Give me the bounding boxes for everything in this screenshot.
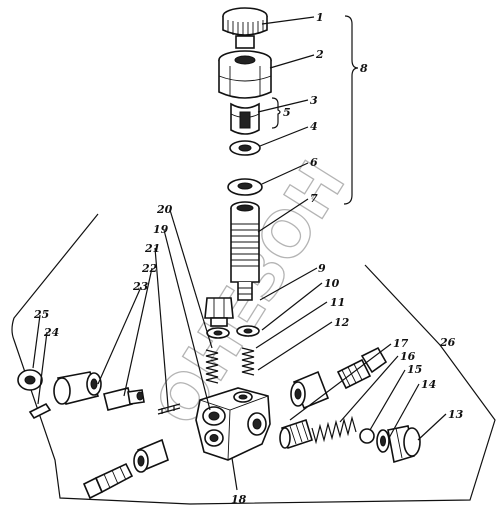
label-6: 6	[310, 156, 318, 169]
label-12: 12	[334, 316, 350, 329]
part-3-valve	[230, 102, 260, 135]
part-23-coupling	[53, 371, 102, 405]
label-11: 11	[330, 296, 345, 309]
left-parts	[17, 369, 181, 500]
right-parts	[279, 346, 421, 464]
part-6-washer	[227, 178, 263, 196]
label-17: 17	[393, 337, 409, 350]
part-7-tube	[230, 201, 260, 301]
label-20: 20	[156, 203, 173, 216]
part-1-cap	[222, 7, 268, 49]
label-18: 18	[231, 493, 247, 506]
label-26: 26	[439, 336, 456, 349]
label-16: 16	[400, 350, 416, 363]
part-15-ball	[359, 428, 375, 444]
top-stack	[218, 7, 272, 301]
label-21: 21	[144, 242, 160, 255]
label-5: 5	[283, 106, 291, 119]
bracket-8	[343, 15, 359, 205]
label-8: 8	[360, 62, 368, 75]
callout-labels: 1 2 3 4 5 6 7 8 9 10 11 12 13 14 15 16 1…	[33, 11, 464, 506]
label-15: 15	[407, 363, 422, 376]
label-10: 10	[324, 277, 340, 290]
label-25: 25	[33, 308, 49, 321]
part-9-plug	[204, 297, 234, 327]
fitting-nut-right	[290, 370, 330, 410]
lower-left-bolt	[82, 462, 134, 500]
part-16-spring	[311, 415, 357, 445]
part-17-sleeve	[279, 418, 313, 450]
outline-left-assembly	[11, 213, 496, 505]
label-23: 23	[132, 280, 149, 293]
part-2-nut	[218, 50, 272, 99]
bracket-5	[271, 97, 281, 129]
part-14-washer	[376, 429, 390, 453]
group-outlines	[11, 15, 496, 505]
label-7: 7	[310, 192, 318, 205]
part-19-spring	[205, 349, 219, 384]
label-1: 1	[316, 11, 324, 24]
part-25-nut	[17, 369, 43, 391]
lower-left-nut	[133, 438, 169, 473]
part-22-fitting	[103, 387, 145, 411]
label-22: 22	[141, 262, 158, 275]
leader-lines	[32, 16, 447, 491]
mid-parts	[204, 297, 260, 384]
part-13-plug	[387, 425, 421, 464]
fitting-bolt-right	[336, 346, 388, 390]
part-21-screw	[157, 403, 181, 415]
label-2: 2	[315, 48, 324, 61]
part-18-body	[195, 387, 271, 461]
label-24: 24	[43, 326, 59, 339]
label-19: 19	[153, 223, 169, 236]
part-4-washer	[229, 140, 261, 156]
label-13: 13	[448, 408, 464, 421]
label-4: 4	[310, 120, 318, 133]
part-24-pin	[28, 402, 52, 420]
label-9: 9	[318, 262, 326, 275]
label-14: 14	[421, 378, 436, 391]
part-11-spring	[241, 347, 255, 376]
label-3: 3	[310, 94, 318, 107]
part-10-washer	[206, 325, 260, 339]
